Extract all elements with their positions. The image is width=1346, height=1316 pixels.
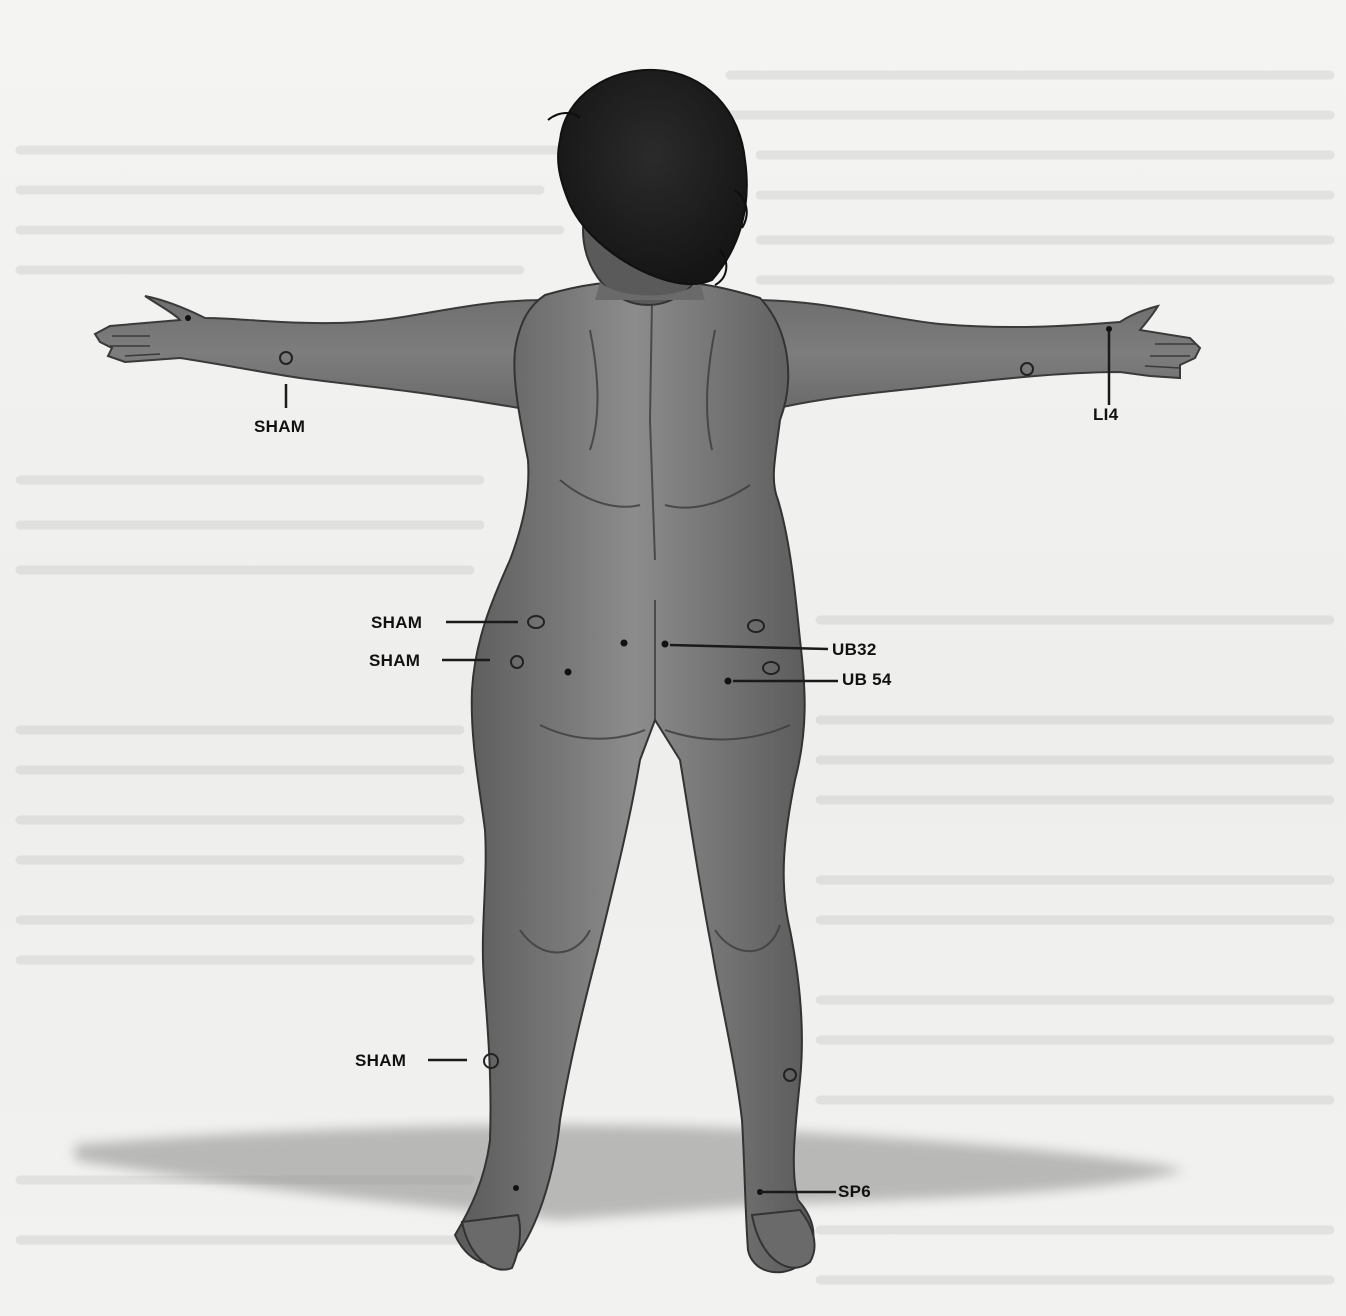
label-sham-hip-lower: SHAM — [369, 651, 420, 671]
label-ub54: UB 54 — [842, 670, 892, 690]
floor-shadow — [75, 1125, 1185, 1220]
label-ub32: UB32 — [832, 640, 877, 660]
li4-point-right-hand — [1106, 326, 1112, 332]
head — [548, 70, 747, 305]
label-li4: LI4 — [1093, 405, 1118, 425]
ub54-point-right — [725, 678, 732, 685]
label-sp6: SP6 — [838, 1182, 871, 1202]
ub54-point-left — [565, 669, 572, 676]
ub32-point-right — [662, 641, 669, 648]
li4-point-left-hand — [185, 315, 191, 321]
label-sham-hip-upper: SHAM — [371, 613, 422, 633]
sp6-point-left — [513, 1185, 519, 1191]
label-sham-arm: SHAM — [254, 417, 305, 437]
label-sham-calf: SHAM — [355, 1051, 406, 1071]
ub32-point-left — [621, 640, 628, 647]
torso-and-legs — [455, 282, 813, 1273]
